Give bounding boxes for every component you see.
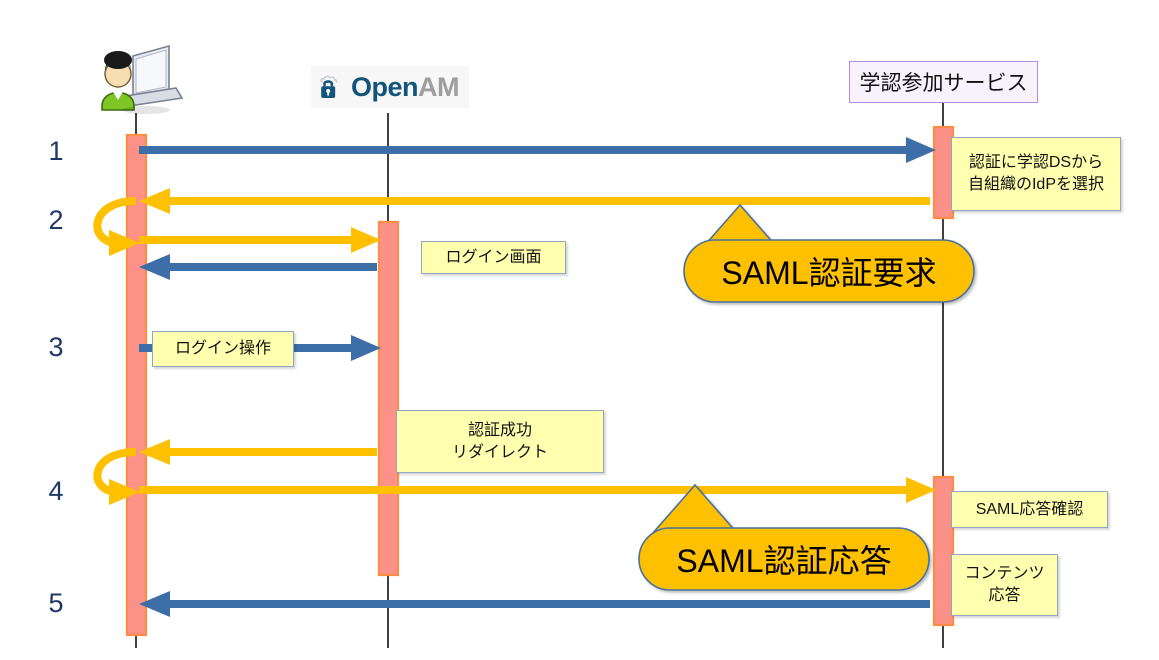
step-number-4: 4 (48, 476, 64, 506)
arrow-1-user-to-service (139, 137, 936, 163)
activation-openam (377, 220, 400, 577)
step-number-3: 3 (48, 332, 64, 362)
activation-service-2 (932, 475, 955, 627)
callout-saml-request-label: SAML認証要求 (721, 255, 937, 291)
arrow-2-user-self-loop (93, 197, 140, 256)
callout-saml-response: SAML認証応答 (639, 528, 929, 590)
note-content-resp: コンテンツ 応答 (951, 554, 1058, 616)
step-number-2: 2 (48, 205, 64, 235)
note-content-resp-line-2: 応答 (988, 587, 1021, 604)
openam-label-open: Open (350, 71, 419, 102)
note-auth-success-line-1: 認証成功 (467, 421, 532, 439)
callout-saml-response-shape (638, 483, 930, 591)
activation-user (125, 133, 148, 637)
arrow-5-service-to-user (139, 591, 930, 617)
note-content-resp-line-1: コンテンツ (964, 565, 1045, 583)
note-saml-resp-check: SAML応答確認 (951, 491, 1108, 528)
openam-padlock-cloud-icon (320, 75, 338, 99)
step-number-1: 1 (48, 136, 64, 166)
arrow-4-user-to-service (139, 477, 936, 503)
callout-saml-response-label: SAML認証応答 (676, 543, 892, 579)
note-auth-ds-line-2: 自組織のIdPを選択 (967, 176, 1105, 193)
callout-saml-request-shape (683, 203, 975, 303)
arrow-2-user-to-openam (139, 227, 381, 253)
arrow-2-service-to-user (139, 188, 930, 214)
note-auth-success: 認証成功 リダイレクト (396, 410, 604, 473)
openam-label-am: AM (418, 71, 460, 102)
note-login-action: ログイン操作 (152, 331, 294, 367)
note-login-screen-line-1: ログイン画面 (445, 248, 542, 266)
callout-saml-request: SAML認証要求 (684, 240, 974, 302)
arrow-4-openam-to-user (139, 439, 377, 465)
note-login-action-line-1: ログイン操作 (174, 340, 271, 358)
participant-service-box: 学認参加サービス (849, 61, 1038, 103)
openam-logo: Open AM (311, 66, 469, 108)
arrow-2-openam-to-user (139, 254, 377, 280)
note-auth-ds-line-1: 認証に学認DSから (968, 154, 1104, 172)
participant-service-label: 学認参加サービス (859, 72, 1028, 95)
note-login-screen: ログイン画面 (421, 241, 566, 274)
note-auth-success-line-2: リダイレクト (451, 443, 548, 461)
step-number-5: 5 (48, 588, 64, 618)
note-auth-ds: 認証に学認DSから 自組織のIdPを選択 (951, 137, 1121, 211)
note-saml-resp-check-line-1: SAML応答確認 (975, 500, 1084, 518)
arrow-4-user-self-loop (93, 448, 140, 505)
